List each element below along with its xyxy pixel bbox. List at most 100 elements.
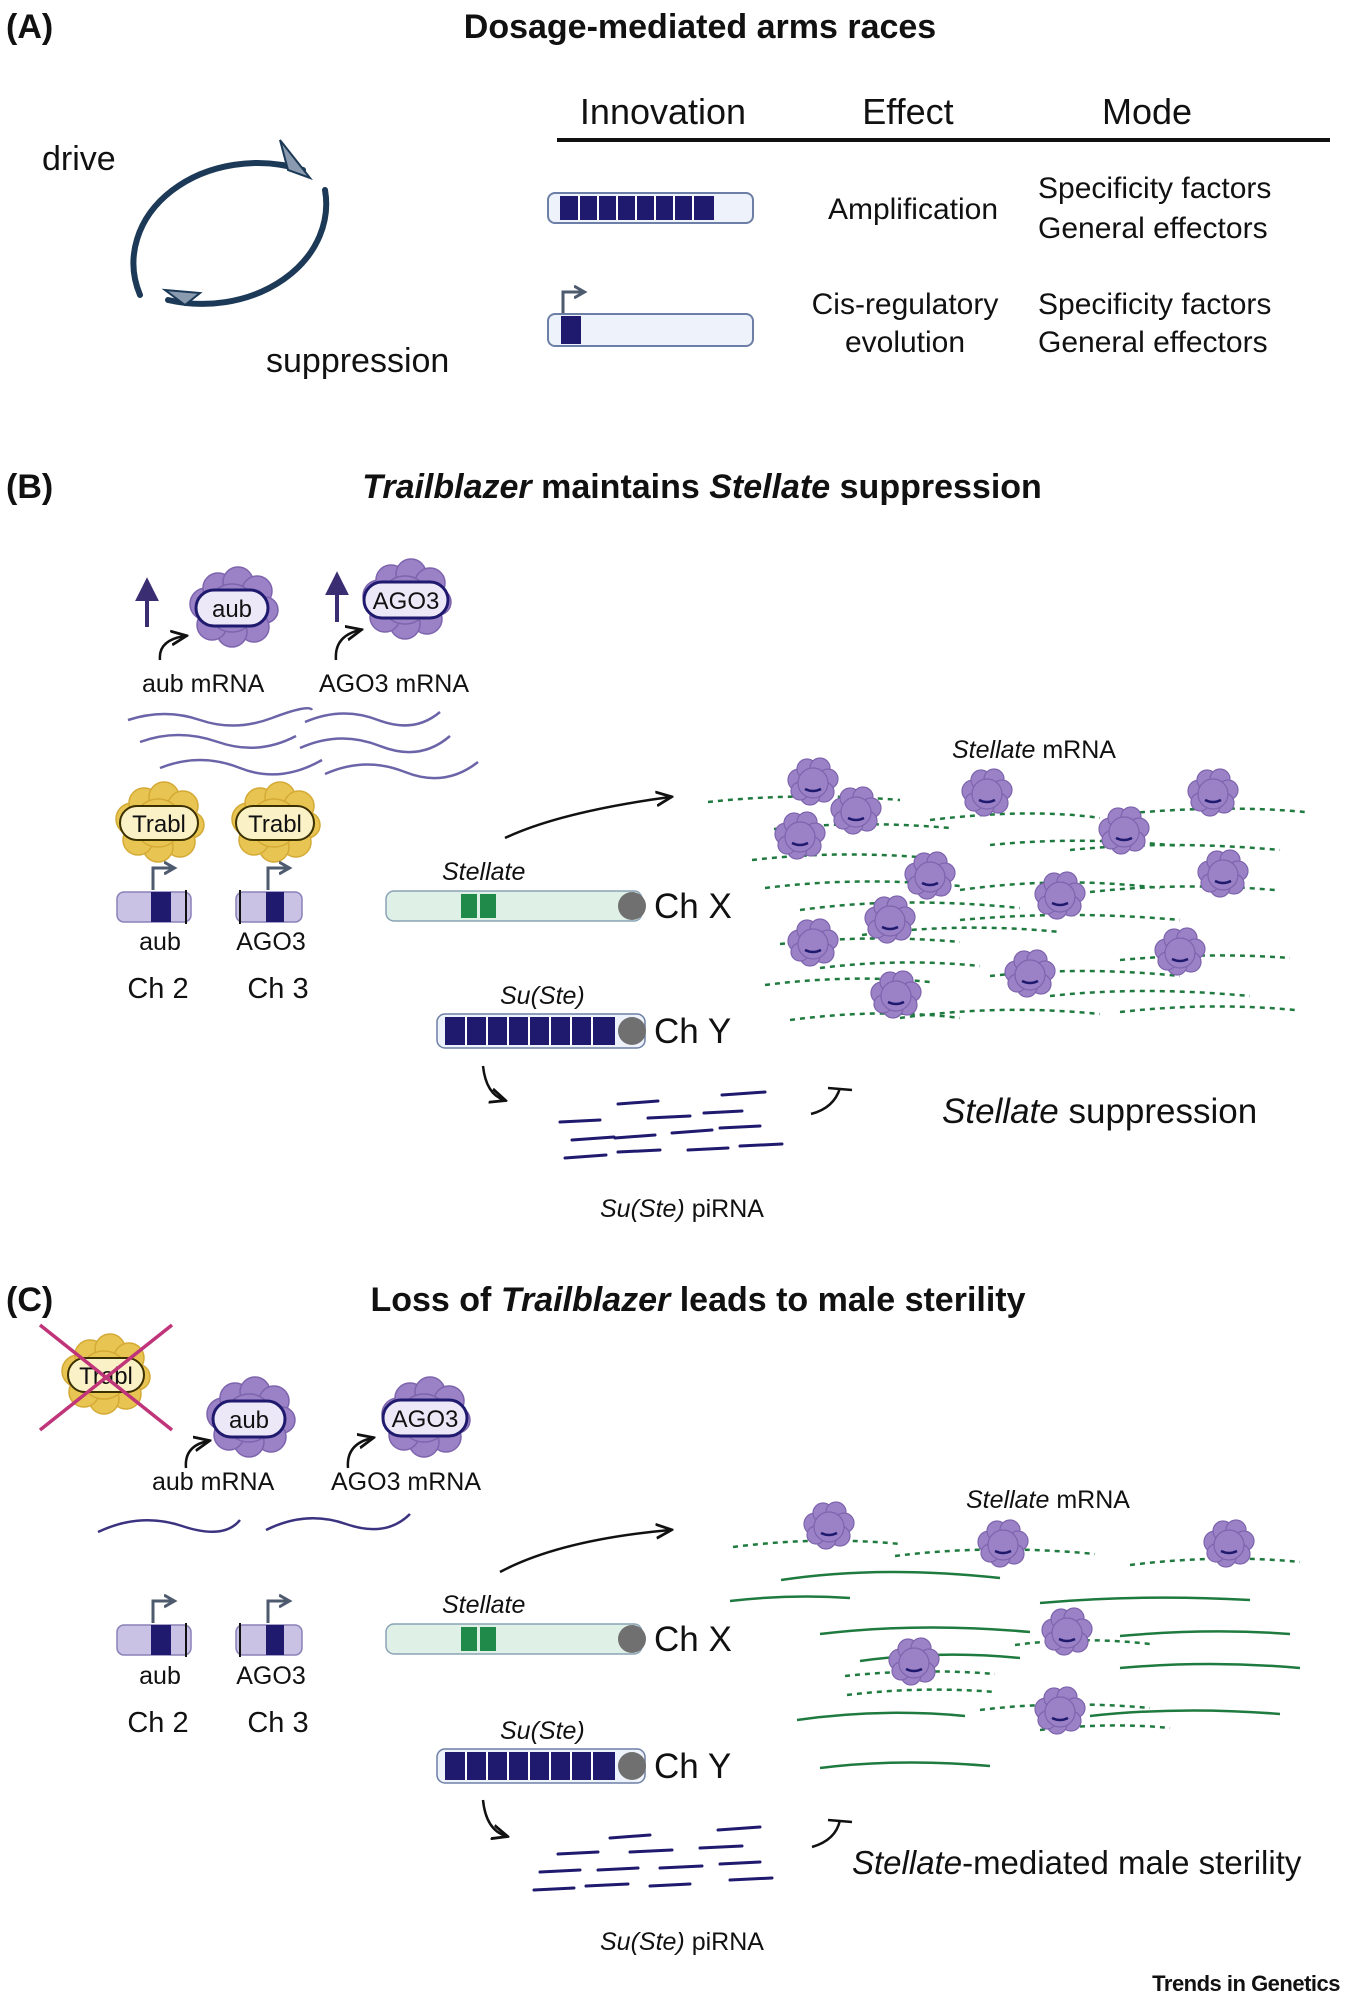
panel-c-title-end: leads to male sterility	[670, 1281, 1025, 1319]
mini-protein-icon	[1186, 767, 1240, 818]
mini-protein-icon	[1033, 1685, 1087, 1736]
trabl-protein-lost: Trabl	[38, 1323, 174, 1432]
pirna-label-italic: Su(Ste)	[600, 1195, 685, 1223]
suppression-arrowhead-icon	[161, 288, 203, 307]
trabl-protein: Trabl	[231, 781, 321, 863]
mini-protein-icon	[887, 1636, 941, 1687]
innovation-table: Innovation Effect Mode Amplification	[547, 91, 1330, 359]
pirna-production-arrow-icon	[481, 1065, 504, 1100]
mini-protein-icon	[1202, 1518, 1256, 1569]
cycle-label-drive: drive	[42, 140, 116, 178]
mini-protein-icon	[960, 767, 1014, 818]
mini-protein-icon	[903, 850, 957, 901]
mode-cell-line-2: General effectors	[1038, 212, 1268, 245]
mini-protein-icon	[1153, 926, 1207, 977]
chromosome-label-ch2: Ch 2	[127, 973, 188, 1005]
ago3-mrna-label: AGO3 mRNA	[319, 670, 469, 698]
aub-protein-label: aub	[212, 596, 252, 623]
ago3-protein-label: AGO3	[392, 1406, 459, 1433]
translation-arrow-icon	[346, 1438, 372, 1469]
stellate-mrna-label: Stellate mRNA	[952, 736, 1116, 764]
panel-c-title: Loss of Trailblazer leads to male steril…	[370, 1281, 1025, 1319]
mini-protein-icon	[976, 1518, 1030, 1569]
mini-protein-icon	[1196, 848, 1250, 899]
ago3-protein: AGO3	[362, 558, 452, 640]
gene-label-aub: aub	[139, 1662, 181, 1690]
aub-mrna-label: aub mRNA	[152, 1468, 275, 1496]
trabl-label: Trabl	[132, 811, 186, 838]
transcription-arrow-icon	[504, 797, 670, 840]
cross-out-icon	[38, 1323, 174, 1432]
stellate-bound-proteins	[802, 1500, 1256, 1736]
drive-arrowhead-icon	[279, 139, 313, 181]
pirna-production-arrow-icon	[481, 1799, 506, 1836]
suste-gene-label: Su(Ste)	[500, 1717, 585, 1745]
panel-b-title-mid: maintains	[532, 468, 710, 506]
stellate-gene-label: Stellate	[442, 858, 525, 886]
chromosome-label-chx: Ch X	[654, 887, 732, 926]
repression-arrow-icon	[810, 1086, 853, 1116]
panel-b-label: (B)	[6, 468, 53, 506]
mode-cell-line-1: Specificity factors	[1038, 172, 1271, 205]
mini-protein-icon	[1033, 870, 1087, 921]
aub-ago3-mrna-waves	[97, 1513, 411, 1534]
pirna-label-italic: Su(Ste)	[600, 1928, 685, 1956]
aub-protein-label: aub	[229, 1407, 269, 1434]
aub-protein: aub	[206, 1376, 296, 1458]
chromosome-label-ch3: Ch 3	[247, 973, 308, 1005]
aub-locus: aub Ch 2	[116, 1601, 192, 1739]
outcome-label: Stellate-mediated male sterility	[852, 1844, 1302, 1881]
stellate-chromosome-x	[385, 890, 646, 922]
effect-cell-line-1: Cis-regulatory	[812, 288, 999, 321]
promoter-arrow-icon	[151, 868, 173, 890]
table-row: Cis-regulatory evolution Specificity fac…	[547, 288, 1271, 359]
chromosome-label-chy: Ch Y	[654, 1747, 731, 1786]
gene-label-ago3: AGO3	[236, 1662, 305, 1690]
trabl-protein: Trabl	[115, 781, 205, 863]
transcription-arrow-icon	[499, 1530, 670, 1574]
ago3-locus: AGO3 Ch 3	[235, 1601, 309, 1739]
mini-protein-icon	[786, 917, 840, 968]
suste-chromosome-y	[436, 1748, 646, 1784]
gene-label-ago3: AGO3	[236, 928, 305, 956]
outcome-label-rest: -mediated male sterility	[962, 1844, 1302, 1881]
table-row: Amplification Specificity factors Genera…	[547, 172, 1271, 245]
aub-protein: aub	[189, 566, 279, 648]
repression-arrow-icon	[811, 1818, 853, 1849]
table-header-effect: Effect	[862, 91, 953, 132]
effect-cell: Amplification	[828, 193, 998, 226]
stellate-mrna-label: Stellate mRNA	[966, 1486, 1130, 1514]
stellate-gene-label: Stellate	[442, 1591, 525, 1619]
chromosome-label-ch3: Ch 3	[247, 1707, 308, 1739]
mode-cell-line-1: Specificity factors	[1038, 288, 1271, 321]
amplified-array-icon	[547, 192, 754, 224]
translation-arrow-icon	[334, 630, 360, 661]
panel-b-title: Trailblazer maintains Stellate suppressi…	[362, 468, 1042, 506]
panel-a-label: (A)	[6, 8, 53, 46]
mini-protein-icon	[786, 756, 840, 807]
pirna-label-rest: piRNA	[685, 1928, 765, 1956]
effect-cell-line-2: evolution	[845, 326, 965, 359]
panel-a: (A) Dosage-mediated arms races drive sup…	[6, 8, 1330, 380]
chromosome-label-ch2: Ch 2	[127, 1707, 188, 1739]
promoter-arrow-icon	[151, 1601, 173, 1623]
stellate-mrna-label-italic: Stellate	[966, 1486, 1049, 1514]
journal-footer: Trends in Genetics	[1152, 1971, 1340, 1996]
aub-locus: aub Ch 2	[116, 868, 192, 1005]
table-header-mode: Mode	[1102, 91, 1192, 132]
stellate-chromosome-x	[385, 1623, 646, 1655]
stellate-mrna-field	[729, 1539, 1301, 1770]
pirna-label: Su(Ste) piRNA	[600, 1928, 764, 1956]
mini-protein-icon	[1097, 805, 1151, 856]
translation-arrow-icon	[184, 1441, 208, 1469]
cycle-label-suppression: suppression	[266, 342, 449, 380]
stellate-mrna-label-rest: mRNA	[1035, 736, 1116, 764]
mini-protein-icon	[1003, 948, 1057, 999]
pirna-label: Su(Ste) piRNA	[600, 1195, 764, 1223]
mode-cell-line-2: General effectors	[1038, 326, 1268, 359]
outcome-label: Stellate suppression	[942, 1092, 1257, 1131]
suste-pirna-cluster	[532, 1825, 774, 1892]
panel-c: (C) Loss of Trailblazer leads to male st…	[6, 1281, 1302, 1956]
outcome-label-rest: suppression	[1059, 1092, 1257, 1131]
